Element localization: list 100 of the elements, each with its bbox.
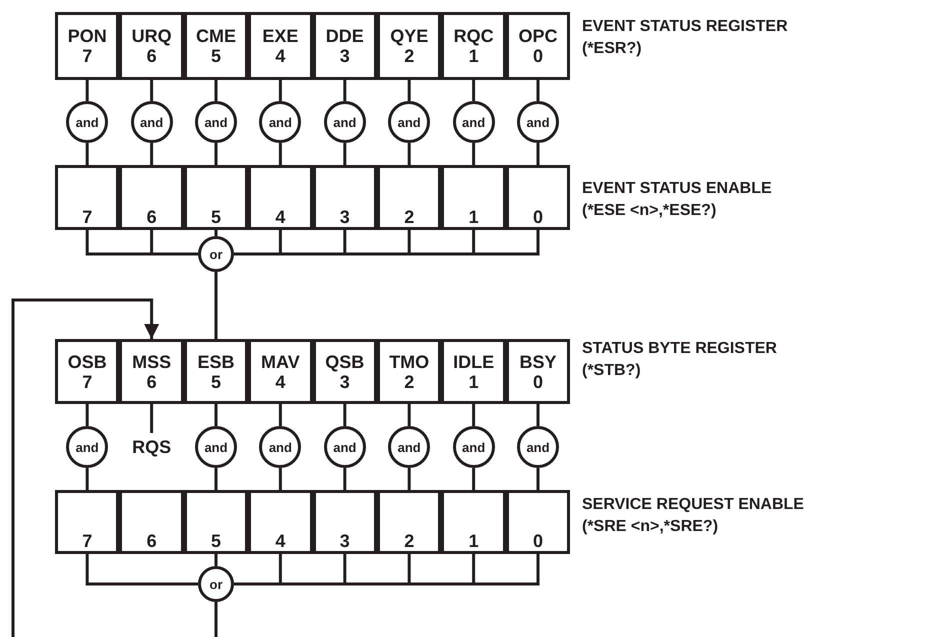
bit-number: 2 [404,46,414,66]
connector-line [86,80,89,101]
connector-line [278,80,282,101]
bit-number: 5 [210,372,221,392]
connector-line [214,404,218,426]
bit-name: CME [196,26,236,46]
bit-number: 5 [210,46,221,66]
connector-line [536,143,540,165]
bit-name: TMO [389,352,430,372]
connector-line [214,602,218,637]
connector-line [214,554,218,566]
bit-number: 1 [468,372,479,392]
register-cell [184,165,248,230]
bit-number: 6 [146,207,157,227]
and-gate: and [324,426,366,468]
register-cell [441,165,506,230]
bit-number: 1 [468,531,479,551]
connector-line [343,143,346,165]
or-gate: or [198,236,234,272]
bit-number: 5 [210,531,221,551]
connector-line [343,468,346,490]
register-cell [119,339,184,404]
register-cell [441,490,506,554]
connector-line [150,230,198,256]
bit-number: 0 [532,46,543,66]
connector-line [472,80,476,101]
bit-number: 2 [404,207,414,227]
register-cell [55,12,120,80]
connector-line [214,468,218,490]
connector-line [278,468,282,490]
connector-line [214,272,218,339]
connector-line [86,404,89,426]
connector-line [150,404,154,433]
connector-line [408,404,411,426]
connector-line [278,404,282,426]
connector-line [536,468,540,490]
connector-line [472,404,476,426]
register-cell [248,490,313,554]
bit-name: ESB [197,352,234,372]
connector-line [536,404,540,426]
bit-number: 0 [532,531,543,551]
and-gate: and [259,101,302,143]
register-cell [506,490,570,554]
and-gate: and [388,101,430,143]
bit-name: PON [68,26,107,46]
register-name: EVENT STATUS ENABLE [582,180,772,198]
and-gate: and [324,101,366,143]
connector-line [86,468,89,490]
register-cell [184,339,248,404]
bit-number: 3 [340,531,350,551]
register-cell [377,339,442,404]
command-syntax: (*ESE <n>,*ESE?) [582,202,716,220]
and-gate: and [66,426,108,468]
bit-number: 4 [275,207,286,227]
bit-name: BSY [519,352,556,372]
bit-number: 3 [340,207,350,227]
register-cell [441,339,506,404]
register-cell [312,490,377,554]
and-gate: and [195,426,237,468]
and-gate: and [195,101,237,143]
and-gate: and [66,101,108,143]
connector-line [234,554,540,586]
bit-name: OPC [518,26,558,46]
bit-number: 1 [468,46,479,66]
connector-line [408,80,411,101]
bit-name: QSB [325,352,364,372]
register-cell [248,339,313,404]
connector-line [343,80,346,101]
and-gate: and [259,426,302,468]
register-cell [119,490,184,554]
command-syntax: (*SRE <n>,*SRE?) [582,518,718,536]
bit-name: MAV [261,352,300,372]
connector-line [278,143,282,165]
bit-number: 6 [146,531,157,551]
register-name: STATUS BYTE REGISTER [582,340,777,358]
connector-line [343,404,346,426]
register-cell [377,12,442,80]
bit-name: URQ [132,26,172,46]
register-cell [506,339,570,404]
bit-number: 6 [146,46,157,66]
and-gate: and [452,426,495,468]
bit-name: OSB [68,352,107,372]
and-gate: and [517,101,559,143]
register-cell [441,12,506,80]
register-cell [119,165,184,230]
register-cell [312,165,377,230]
register-cell [312,339,377,404]
register-cell [377,165,442,230]
bit-number: 4 [275,531,286,551]
register-cell [312,12,377,80]
register-name: EVENT STATUS REGISTER [582,18,788,36]
register-cell [377,490,442,554]
bit-number: 4 [275,372,286,392]
connector-line [150,143,154,165]
and-gate: and [130,101,173,143]
command-syntax: (*ESR?) [582,40,642,58]
bit-number: 2 [404,372,414,392]
connector-line [472,468,476,490]
register-cell [55,490,120,554]
connector-line [86,143,89,165]
